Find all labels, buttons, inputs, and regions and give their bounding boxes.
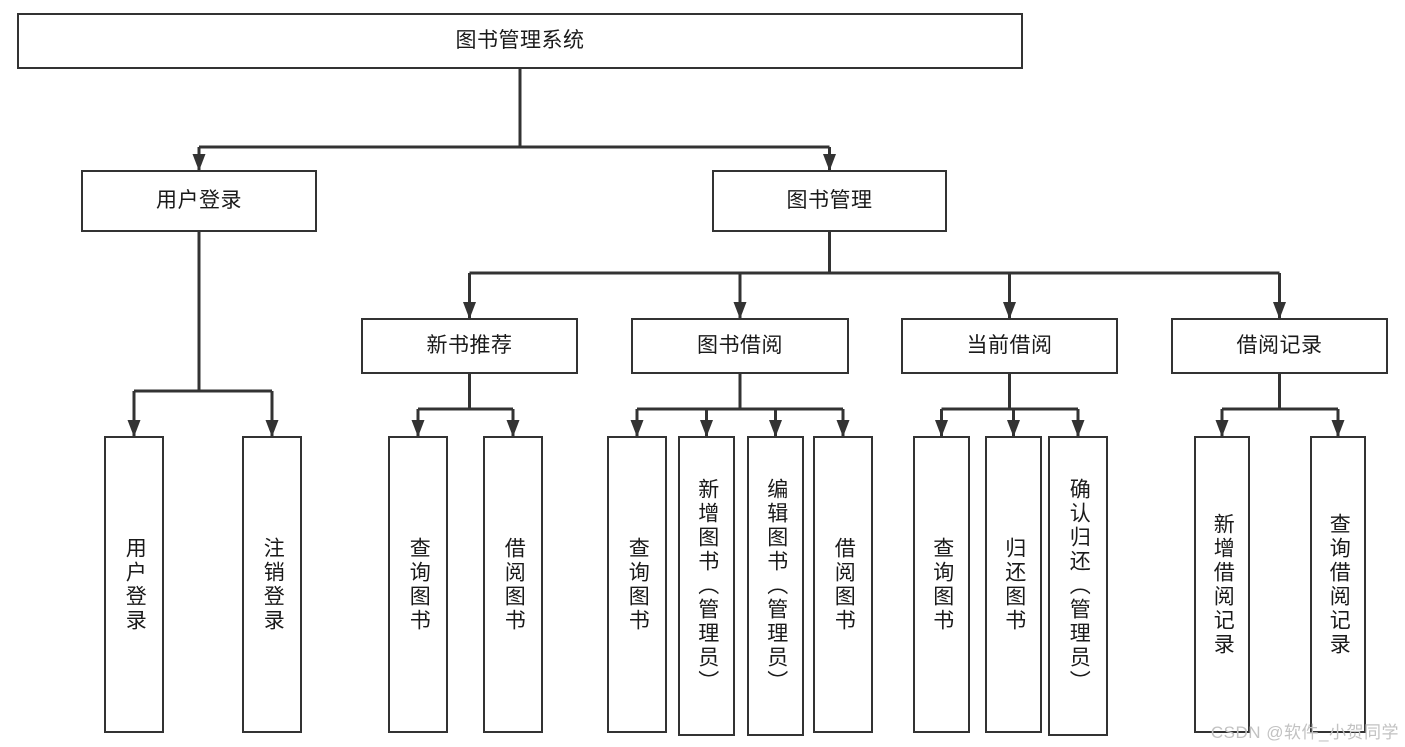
connector-arrowhead [700,420,713,437]
node-label: 新书推荐 [426,334,513,358]
node-label: 查询图书 [626,536,650,633]
node-label: 注销登录 [261,536,285,633]
node-book-borrow[interactable]: 图书借阅 [631,318,849,374]
connector-arrowhead [506,420,520,437]
connector-arrowhead [1007,420,1020,437]
node-book-manage[interactable]: 图书管理 [712,170,947,232]
connector-arrowhead [836,420,850,437]
node-label: 确认归还（管理员） [1067,478,1091,694]
node-leaf-query-book-1[interactable]: 查询图书 [388,436,448,733]
node-label: 查询图书 [930,536,954,633]
connector-arrowhead [1273,302,1286,319]
node-leaf-query-book-2[interactable]: 查询图书 [607,436,667,733]
connector-arrowhead [1331,420,1345,437]
node-leaf-edit-book[interactable]: 编辑图书（管理员） [747,436,804,736]
connector-arrowhead [463,302,476,319]
connector-arrowhead [192,154,206,171]
node-leaf-return-book[interactable]: 归还图书 [985,436,1042,733]
node-label: 新增图书（管理员） [695,478,719,694]
node-label: 用户登录 [156,189,242,213]
node-label: 编辑图书（管理员） [764,478,788,694]
node-leaf-user-login[interactable]: 用户登录 [104,436,164,733]
connector-arrowhead [769,420,782,437]
node-label: 新增借阅记录 [1211,512,1235,657]
node-leaf-borrow-book-2[interactable]: 借阅图书 [813,436,873,733]
node-label: 图书管理 [786,189,873,213]
connector-arrowhead [1071,420,1085,437]
node-leaf-add-book[interactable]: 新增图书（管理员） [678,436,735,736]
node-label: 用户登录 [123,536,147,633]
connector-arrowhead [1003,302,1016,319]
connector-arrowhead [411,420,425,437]
node-label: 归还图书 [1002,536,1026,633]
node-label: 借阅图书 [832,536,856,633]
node-leaf-add-record[interactable]: 新增借阅记录 [1194,436,1250,733]
connector-arrowhead [265,420,279,437]
node-leaf-query-record[interactable]: 查询借阅记录 [1310,436,1366,733]
connector-arrowhead [127,420,141,437]
node-label: 图书管理系统 [455,29,585,53]
connector-arrowhead [630,420,644,437]
node-label: 当前借阅 [966,334,1053,358]
connector-arrowhead [823,154,836,171]
node-leaf-query-book-3[interactable]: 查询图书 [913,436,970,733]
connector-arrowhead [733,302,747,319]
csdn-watermark: CSDN @软件_小贺同学 [1210,723,1399,742]
connector-arrowhead [1215,420,1229,437]
node-new-book-rec[interactable]: 新书推荐 [361,318,578,374]
node-label: 图书借阅 [697,334,783,358]
connector-arrowhead [935,420,948,437]
node-borrow-record[interactable]: 借阅记录 [1171,318,1388,374]
node-label: 查询图书 [407,536,431,633]
node-leaf-confirm-return[interactable]: 确认归还（管理员） [1048,436,1108,736]
node-current-borrow[interactable]: 当前借阅 [901,318,1118,374]
node-label: 借阅记录 [1236,334,1323,358]
node-label: 查询借阅记录 [1327,512,1351,657]
node-label: 借阅图书 [502,536,526,633]
node-root[interactable]: 图书管理系统 [17,13,1023,69]
node-leaf-borrow-book-1[interactable]: 借阅图书 [483,436,543,733]
node-leaf-logout[interactable]: 注销登录 [242,436,302,733]
node-user-login[interactable]: 用户登录 [81,170,317,232]
